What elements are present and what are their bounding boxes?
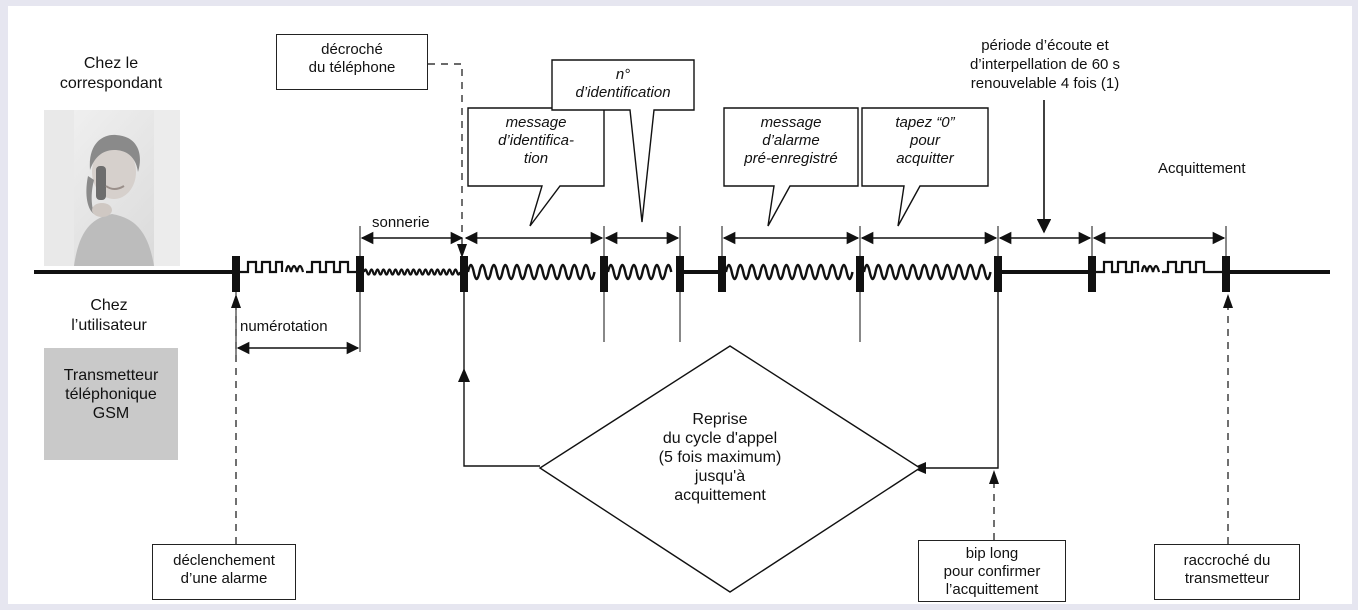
picked-up-box: décroché du téléphone [276, 34, 428, 90]
frame-bottom [0, 604, 1358, 610]
message-wave-1 [466, 263, 596, 281]
ack-signal [1096, 260, 1222, 274]
frame-right [1352, 0, 1358, 610]
timeline-markers [232, 256, 1230, 292]
caller-side-label: Chez le correspondant [59, 55, 163, 92]
woman-on-phone-photo [44, 110, 180, 266]
transmitter-hangup-box: raccroché du transmetteur [1154, 544, 1300, 600]
ring-label: sonnerie [372, 214, 430, 231]
retry-diamond [538, 345, 922, 593]
frame-top [0, 0, 1358, 6]
message-wave-3 [724, 263, 854, 281]
dimension-arrows [236, 231, 1226, 355]
long-beep-box: bip long pour confirmer l’acquittement [918, 540, 1066, 602]
frame-left [0, 0, 8, 610]
message-wave-2 [606, 263, 673, 281]
id-number-text: n° d’identification [575, 66, 671, 101]
message-wave-4 [862, 263, 992, 281]
alarm-trigger-box: déclenchement d’une alarme [152, 544, 296, 600]
identification-message-text: message d’identifica- tion [498, 114, 574, 167]
retry-loop [463, 292, 999, 469]
transmitter-device-box: Transmetteur téléphonique GSM [44, 348, 178, 460]
listen-period-label: période d’écoute et d’interpellation de … [969, 37, 1121, 92]
user-side-label: Chez l’utilisateur [71, 297, 147, 334]
acknowledgement-label: Acquittement [1158, 160, 1246, 177]
speech-bubbles [467, 59, 989, 227]
retry-cycle-text: Reprise du cycle d'appel (5 fois maximum… [658, 411, 782, 504]
dialing-signal [240, 260, 356, 274]
press-zero-text: tapez “0” pour acquitter [895, 114, 955, 167]
guide-lines [235, 226, 1227, 356]
alarm-message-text: message d’alarme pré-enregistré [744, 114, 838, 167]
dashed-connectors [235, 63, 1229, 544]
ring-signal [362, 268, 462, 276]
dialing-label: numérotation [240, 318, 328, 335]
dashed-arrowheads [231, 244, 1233, 484]
